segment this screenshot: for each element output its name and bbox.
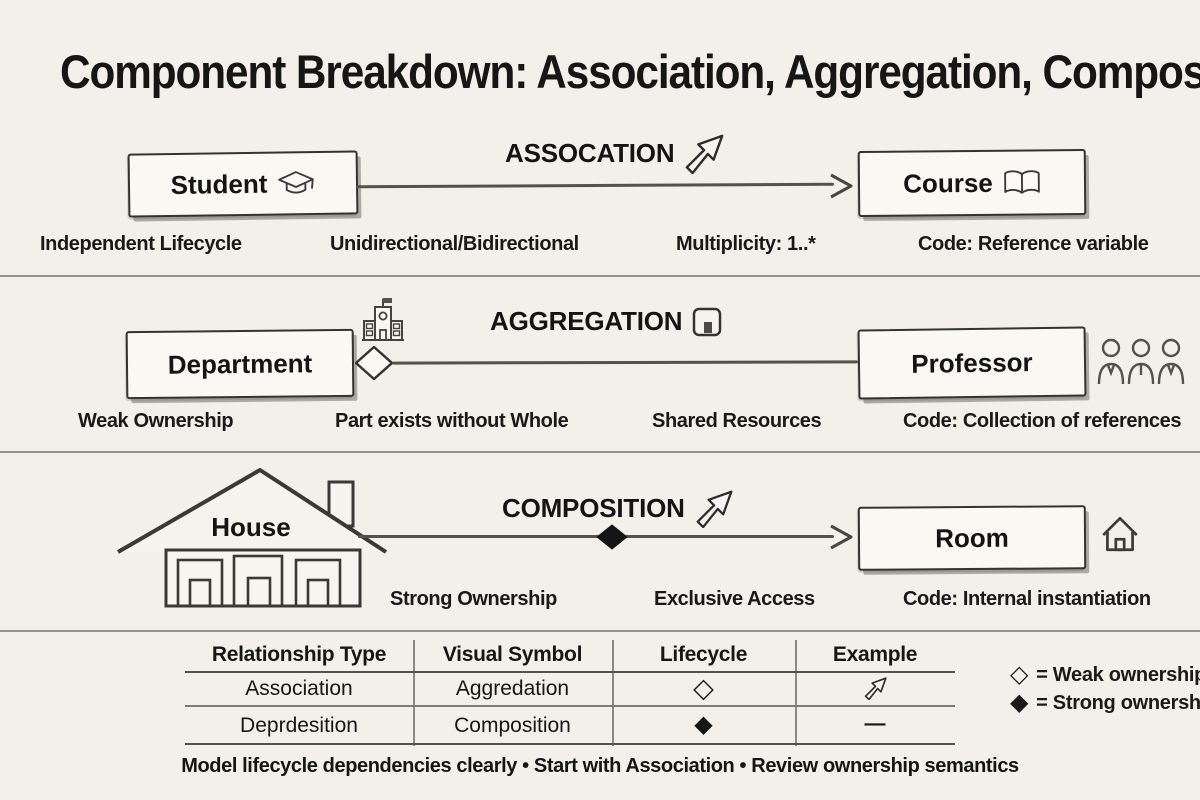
composition-arrowhead-icon xyxy=(828,523,854,551)
table-header-lifecycle: Lifecycle xyxy=(659,643,748,666)
aggregation-line xyxy=(391,360,859,365)
section-divider-3 xyxy=(0,630,1200,632)
legend-strong: ◆ = Strong ownership xyxy=(1010,691,1200,715)
table-cell: Deprdesition xyxy=(240,714,358,737)
composition-caption-ownership: Strong Ownership xyxy=(390,588,557,610)
arrow-up-right-icon xyxy=(684,132,726,174)
composition-heading: COMPOSITION xyxy=(502,488,735,528)
page-title: Component Breakdown: Association, Aggreg… xyxy=(60,45,1200,98)
table-cell: Association xyxy=(245,677,353,700)
house-drawing xyxy=(112,462,392,612)
aggregation-caption-shared: Shared Resources xyxy=(652,410,822,432)
association-arrowhead-icon xyxy=(828,172,854,200)
table-bottom-rule xyxy=(185,743,955,745)
open-book-icon xyxy=(1003,168,1041,196)
graduation-cap-icon xyxy=(277,169,315,198)
room-box: Room xyxy=(857,505,1087,571)
table-header-relationship: Relationship Type xyxy=(211,643,387,666)
association-caption-direction: Unidirectional/Bidirectional xyxy=(330,233,579,255)
building-door-icon xyxy=(692,307,722,337)
aggregation-caption-part: Part exists without Whole xyxy=(335,410,569,432)
table-vline-3 xyxy=(795,640,797,746)
student-box-label: Student xyxy=(170,168,268,200)
arrow-up-right-icon xyxy=(864,676,888,700)
aggregation-caption-ownership: Weak Ownership xyxy=(78,410,234,432)
professor-box-label: Professor xyxy=(911,346,1033,379)
table-vline-1 xyxy=(413,640,415,746)
legend-weak: ◇ = Weak ownership xyxy=(1010,663,1200,687)
legend-strong-label: = Strong ownership xyxy=(1036,691,1200,714)
professor-box: Professor xyxy=(857,326,1087,400)
open-diamond-glyph: ◇ xyxy=(1010,661,1029,688)
association-heading-label: ASSOCATION xyxy=(505,137,675,168)
table-cell: Aggredation xyxy=(455,677,570,700)
association-caption-multiplicity: Multiplicity: 1..* xyxy=(676,233,816,255)
department-box: Department xyxy=(125,328,355,400)
composition-caption-access: Exclusive Access xyxy=(654,588,815,610)
table-header-example: Example xyxy=(832,643,918,666)
association-caption-code: Code: Reference variable xyxy=(918,233,1149,255)
association-caption-lifecycle: Independent Lifecycle xyxy=(40,233,242,255)
aggregation-caption-code: Code: Collection of references xyxy=(903,410,1182,432)
department-box-label: Department xyxy=(167,347,313,380)
dash-glyph: — xyxy=(864,712,886,735)
table-header-rule xyxy=(185,671,955,673)
association-line xyxy=(355,182,835,188)
house-label: House xyxy=(211,512,291,542)
legend-weak-label: = Weak ownership xyxy=(1036,663,1200,686)
professors-icon xyxy=(1096,337,1186,385)
room-box-label: Room xyxy=(935,522,1009,553)
composition-heading-label: COMPOSITION xyxy=(502,492,685,523)
association-heading: ASSOCATION xyxy=(505,132,726,174)
section-divider-2 xyxy=(0,451,1200,453)
table-cell: Composition xyxy=(454,714,571,737)
home-icon xyxy=(1098,512,1142,556)
table-header-symbol: Visual Symbol xyxy=(442,643,583,666)
student-box: Student xyxy=(127,150,359,218)
table-vline-2 xyxy=(612,640,614,746)
filled-diamond-glyph: ◆ xyxy=(1010,689,1029,716)
course-box-label: Course xyxy=(903,167,993,199)
footer-note: Model lifecycle dependencies clearly • S… xyxy=(181,755,1019,777)
strong-diamond-icon xyxy=(596,524,628,550)
aggregation-heading-label: AGGREGATION xyxy=(490,306,683,336)
section-divider-1 xyxy=(0,275,1200,277)
composition-line xyxy=(358,535,834,538)
aggregation-heading: AGGREGATION xyxy=(490,306,722,337)
table-row-rule xyxy=(185,705,955,707)
weak-diamond-icon xyxy=(355,346,393,380)
composition-caption-code: Code: Internal instantiation xyxy=(903,588,1151,610)
filled-diamond-glyph: ◆ xyxy=(694,711,713,738)
open-diamond-glyph: ◇ xyxy=(693,673,714,703)
course-box: Course xyxy=(857,149,1087,217)
arrow-up-right-icon xyxy=(695,488,735,528)
school-icon xyxy=(362,296,404,346)
